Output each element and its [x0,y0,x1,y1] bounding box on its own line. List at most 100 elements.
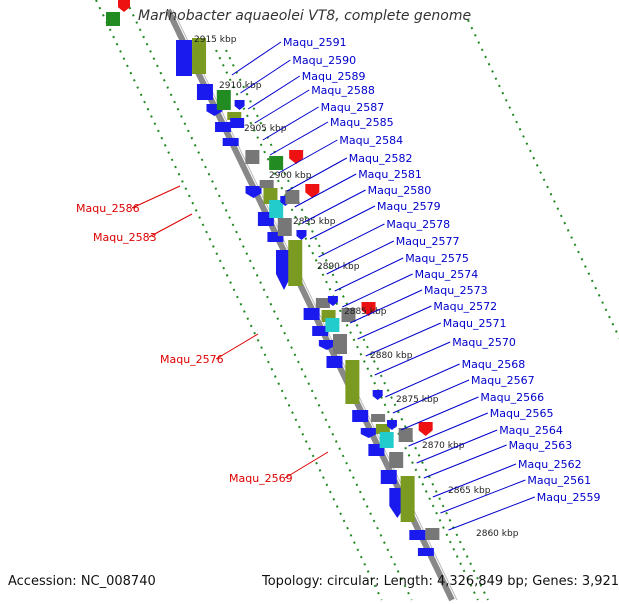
gene-arrow [289,150,304,164]
kbp-label: 2875 kbp [396,395,439,405]
kbp-label: 2860 kbp [476,529,519,539]
gene-block [425,528,440,540]
gene-label-plus: Maqu_2559 [537,491,601,504]
gene-label-plus: Maqu_2589 [302,70,366,83]
gene-block [216,90,231,110]
gene-block [325,318,340,332]
label-leader-line [357,305,432,340]
gene-block [222,138,239,146]
gene-block [409,530,426,540]
label-leader-line [392,379,470,414]
gene-arrow [360,428,377,438]
gene-label-minus: Maqu_2583 [93,231,157,244]
accession-text: Accession: NC_008740 [8,574,156,589]
gene-label-plus: Maqu_2566 [480,391,544,404]
minus-gene-block [269,156,284,170]
gene-label-plus: Maqu_2581 [358,168,422,181]
tick-dot-track [467,19,619,340]
tick-dot-track [95,0,383,601]
gene-label-plus: Maqu_2582 [349,152,413,165]
gene-block [371,414,386,422]
gene-label-plus: Maqu_2588 [311,84,375,97]
kbp-scale: 2915 kbp 2910 kbp 2905 kbp 2900 kbp 2895 kbp… [194,35,519,539]
gene-block [400,476,415,522]
gene-arrow [305,184,320,198]
label-leader-line [254,89,310,124]
gene-block [375,424,390,434]
gene-label-plus: Maqu_2567 [471,374,535,387]
gene-block [245,150,260,164]
gene-label-plus: Maqu_2585 [330,116,394,129]
label-leader-line [408,412,488,447]
kbp-label: 2910 kbp [219,81,262,91]
gene-label-plus: Maqu_2572 [433,300,497,313]
gene-label-minus: Maqu_2586 [76,202,140,215]
gene-label-plus: Maqu_2563 [509,439,573,452]
gene-label-plus: Maqu_2561 [527,474,591,487]
gene-features [106,0,440,556]
kbp-label: 2865 kbp [448,486,491,496]
gene-arrow [296,230,307,240]
label-leader-line [247,75,301,110]
kbp-label: 2915 kbp [194,35,237,45]
label-leader-line [262,106,319,141]
gene-block [352,410,369,422]
label-leader-line [231,41,282,76]
label-leader-line [148,213,193,238]
gene-block [380,470,397,484]
genome-map-canvas: 2915 kbp 2910 kbp 2905 kbp 2900 kbp 2895 kbp… [76,0,619,602]
label-leader-line [309,205,376,240]
gene-arrow [245,186,262,198]
label-leader-line [432,463,517,498]
label-leader-line [448,496,535,531]
minus-gene-block [341,308,356,322]
gene-block [267,232,284,242]
label-leader-line [284,451,329,479]
gene-label-minus: Maqu_2569 [229,472,293,485]
gene-arrow [318,340,335,350]
label-leader-line [278,139,338,174]
gene-arrow [386,420,397,430]
kbp-label: 2885 kbp [344,307,387,317]
genome-summary-text: Topology: circular; Length: 4,326,849 bp… [262,574,619,589]
gene-block [215,122,232,132]
minus-gene-block [106,12,120,26]
gene-label-plus: Maqu_2584 [339,134,403,147]
gene-label-plus: Maqu_2570 [452,336,516,349]
gene-block [345,360,360,404]
gene-block [326,356,343,368]
gene-label-plus: Maqu_2577 [396,235,460,248]
gene-arrow [372,390,383,400]
label-leader-line [286,157,348,192]
gene-block [303,308,320,320]
gene-label-plus: Maqu_2565 [490,407,554,420]
tick-dot-track [225,49,489,601]
gene-label-plus: Maqu_2591 [283,36,347,49]
minus-gene-block [398,428,413,442]
gene-label-plus: Maqu_2571 [443,317,507,330]
label-leader-line [374,341,451,376]
gene-label-plus: Maqu_2564 [499,424,563,437]
gene-block [417,548,434,556]
label-leader-line [240,59,291,94]
gene-arrow [234,100,245,110]
label-leader-line [365,322,442,357]
gene-block [379,432,394,448]
gene-label-plus: Maqu_2573 [424,284,488,297]
kbp-label: 2900 kbp [269,171,312,181]
gene-label-plus: Maqu_2578 [386,218,450,231]
label-leader-line [326,240,395,275]
gene-label-plus: Maqu_2568 [462,358,526,371]
gene-label-plus: Maqu_2579 [377,200,441,213]
gene-block [259,180,274,188]
kbp-label: 2905 kbp [244,124,287,134]
gene-block [227,112,242,120]
tick-dot-tracks [95,0,619,601]
gene-label-plus: Maqu_2580 [368,184,432,197]
label-leader-line [385,363,460,398]
gene-block [269,200,284,218]
kbp-label: 2895 kbp [293,217,336,227]
label-leader-line [342,273,413,308]
label-leader-line [334,257,404,292]
